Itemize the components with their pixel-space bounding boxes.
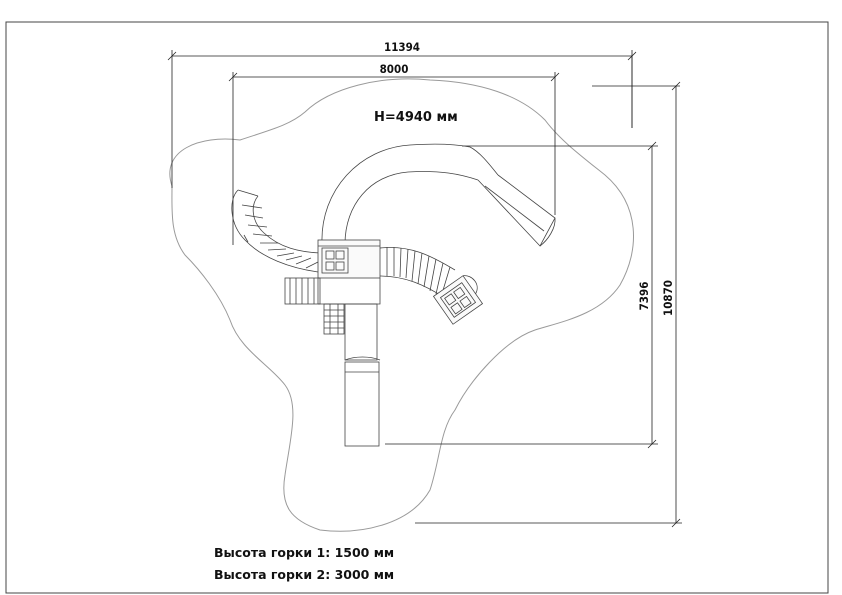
wave-slide-left (231, 189, 321, 273)
slide-height-note-2: Высота горки 2: 3000 мм (214, 567, 395, 582)
playground-equipment (231, 143, 556, 447)
dimension-inner-width-label: 8000 (380, 62, 409, 76)
dimension-overall-height-label: 10870 (661, 280, 675, 316)
dimension-overall-height (415, 81, 682, 528)
drawing-frame (5, 21, 829, 594)
dimension-inner-width (228, 72, 560, 245)
dimension-inner-height-label: 7396 (637, 282, 651, 311)
crosshair-mark (592, 56, 680, 128)
tube-slide-straight (344, 356, 381, 447)
tower-panel (321, 247, 349, 274)
height-label: H=4940 мм (374, 110, 458, 125)
slide-height-note-1: Высота горки 1: 1500 мм (214, 545, 395, 560)
side-platform (284, 277, 321, 305)
dimension-inner-height (385, 141, 658, 449)
right-cabin (432, 275, 484, 325)
safety-zone-outline (169, 78, 634, 532)
ladder (323, 303, 345, 335)
dimension-overall-width-label: 11394 (384, 40, 420, 54)
tube-slide-curved (321, 143, 556, 247)
